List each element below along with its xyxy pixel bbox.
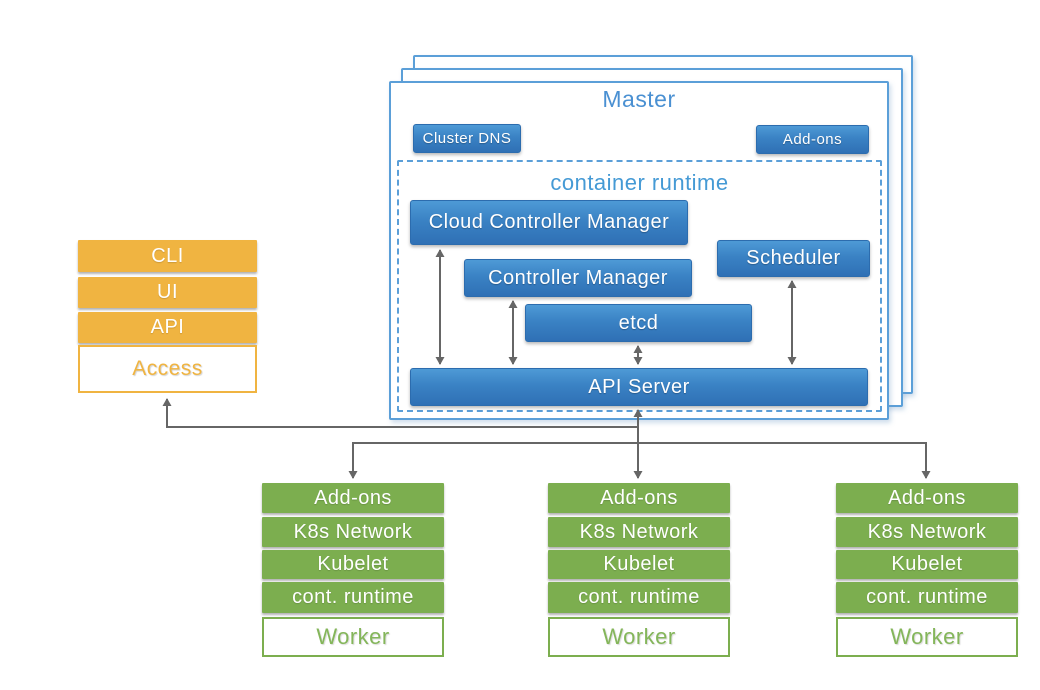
worker3-base-box: Worker bbox=[836, 617, 1018, 657]
worker1-base-box: Worker bbox=[262, 617, 444, 657]
worker2-row-k8s-network: K8s Network bbox=[548, 517, 730, 547]
worker3-row-addons: Add-ons bbox=[836, 483, 1018, 513]
worker1-row-addons: Add-ons bbox=[262, 483, 444, 513]
worker2-row-addons: Add-ons bbox=[548, 483, 730, 513]
master-addons-box: Add-ons bbox=[756, 125, 869, 154]
access-row-ui: UI bbox=[78, 277, 257, 308]
cloud-controller-manager-box: Cloud Controller Manager bbox=[410, 200, 688, 245]
api-server-box: API Server bbox=[410, 368, 868, 406]
container-runtime-title: container runtime bbox=[550, 170, 729, 195]
worker1-row-kubelet: Kubelet bbox=[262, 550, 444, 579]
worker2-row-cont-runtime: cont. runtime bbox=[548, 582, 730, 613]
worker3-row-k8s-network: K8s Network bbox=[836, 517, 1018, 547]
controller-manager-box: Controller Manager bbox=[464, 259, 692, 297]
worker3-row-cont-runtime: cont. runtime bbox=[836, 582, 1018, 613]
etcd-box: etcd bbox=[525, 304, 752, 342]
cluster-dns-box: Cluster DNS bbox=[413, 124, 521, 153]
worker1-row-k8s-network: K8s Network bbox=[262, 517, 444, 547]
worker1-row-cont-runtime: cont. runtime bbox=[262, 582, 444, 613]
access-base-box: Access bbox=[78, 345, 257, 393]
worker3-row-kubelet: Kubelet bbox=[836, 550, 1018, 579]
scheduler-box: Scheduler bbox=[717, 240, 870, 277]
access-row-cli: CLI bbox=[78, 240, 257, 272]
worker2-row-kubelet: Kubelet bbox=[548, 550, 730, 579]
worker2-base-box: Worker bbox=[548, 617, 730, 657]
access-row-api: API bbox=[78, 312, 257, 343]
master-title: Master bbox=[602, 85, 676, 112]
